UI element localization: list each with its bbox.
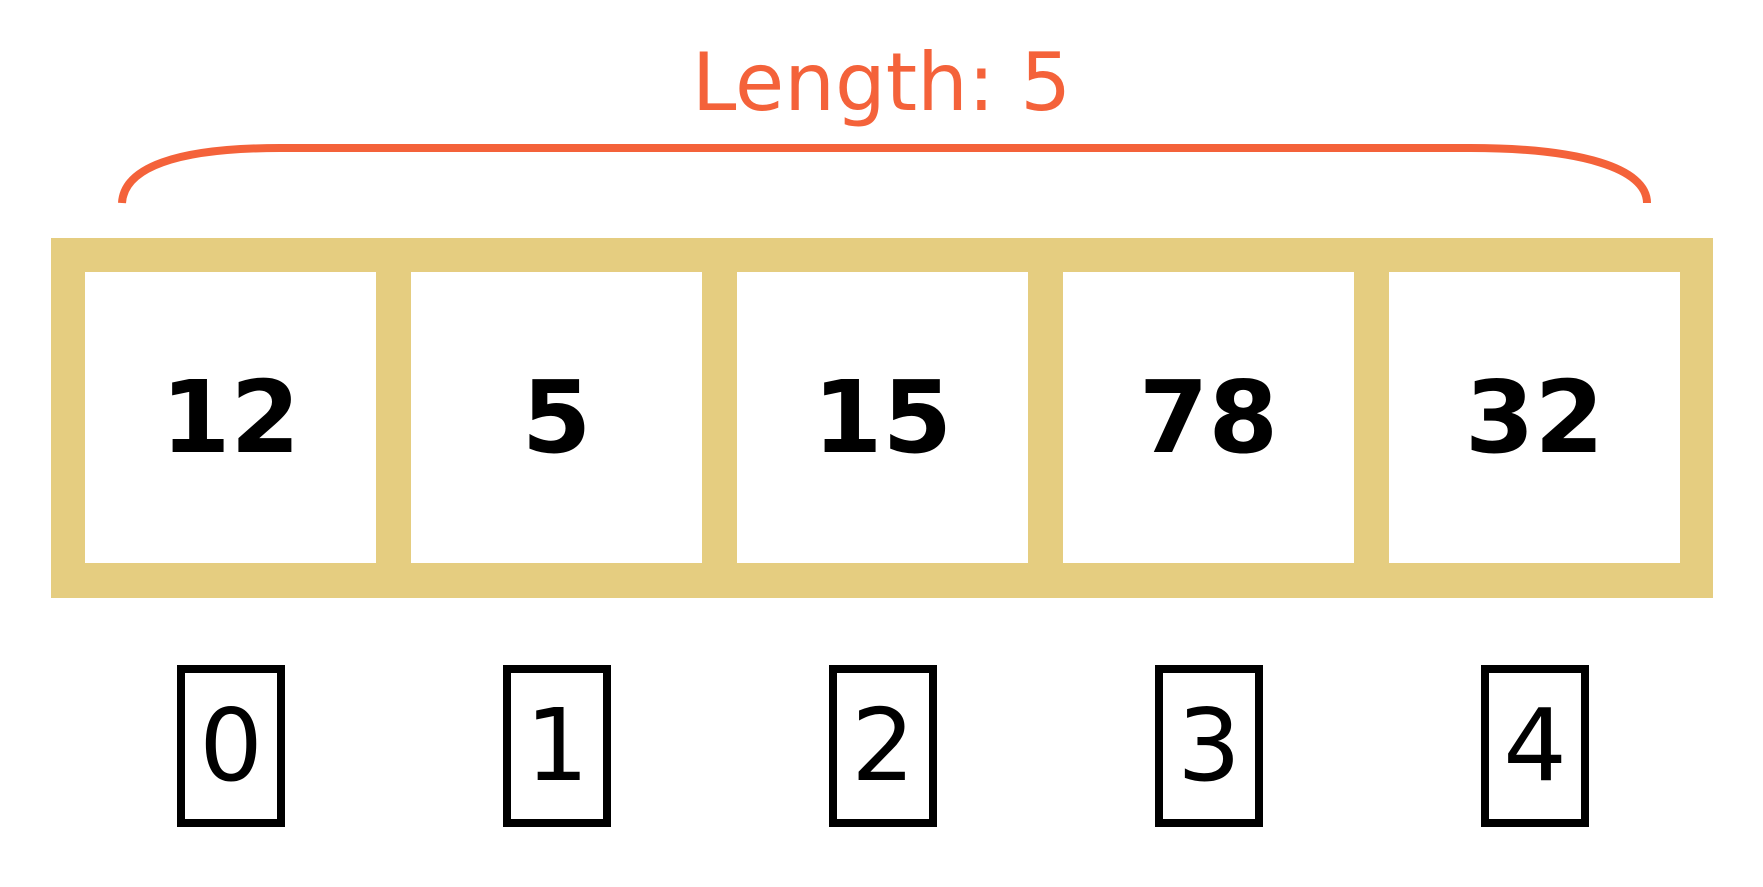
array-cell-3: 78	[1063, 272, 1354, 563]
index-box-1: 1	[503, 665, 611, 827]
index-value-2: 2	[851, 687, 915, 804]
index-value-0: 0	[199, 687, 263, 804]
length-label: Length: 5	[691, 36, 1072, 129]
index-value-4: 4	[1503, 687, 1567, 804]
index-box-3: 3	[1155, 665, 1263, 827]
index-box-0: 0	[177, 665, 285, 827]
length-brace-curve	[118, 144, 1651, 204]
cell-value-4: 32	[1464, 358, 1605, 476]
array-cell-4: 32	[1389, 272, 1680, 563]
array-frame: 12 5 15 78 32	[51, 238, 1713, 598]
array-cell-0: 12	[85, 272, 376, 563]
index-value-1: 1	[525, 687, 589, 804]
cell-value-2: 15	[812, 358, 953, 476]
index-box-4: 4	[1481, 665, 1589, 827]
cell-value-1: 5	[521, 358, 592, 476]
array-cell-1: 5	[411, 272, 702, 563]
cell-value-0: 12	[160, 358, 301, 476]
index-box-2: 2	[829, 665, 937, 827]
index-value-3: 3	[1177, 687, 1241, 804]
array-cell-2: 15	[737, 272, 1028, 563]
cell-value-3: 78	[1138, 358, 1279, 476]
